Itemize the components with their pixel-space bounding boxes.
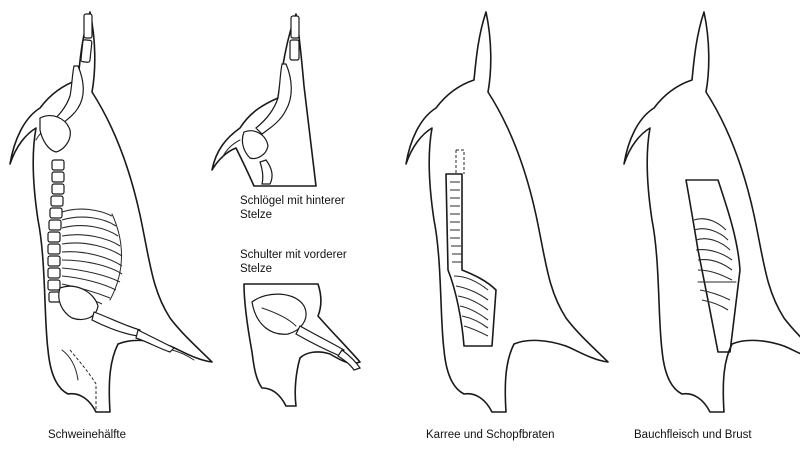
pelvis-bone (39, 115, 71, 153)
loin-dashed-extension (455, 149, 465, 174)
caption-ham: Schlögel mit hinterer Stelze (240, 195, 345, 221)
loin-vertebrae (450, 181, 489, 337)
hind-leg-bones (35, 13, 93, 141)
shoulder-bones (58, 285, 195, 361)
shoulder-bones-detail (251, 293, 361, 371)
caption-shoulder: Schulter mit vorderer Stelze (240, 249, 347, 275)
pork-half-drawing (9, 11, 213, 413)
ham-drawing (211, 13, 317, 187)
caption-belly: Bauchfleisch und Brust (634, 429, 752, 441)
loin-drawing (405, 11, 609, 413)
spine (47, 159, 65, 303)
ham-bones (221, 15, 300, 185)
belly-ribs (693, 218, 737, 311)
head-cut-line (69, 349, 97, 410)
caption-loin: Karree und Schopfbraten (426, 429, 555, 441)
shoulder-drawing (243, 283, 361, 407)
caption-pork-half: Schweinehälfte (48, 429, 126, 441)
belly-drawing (623, 11, 800, 413)
